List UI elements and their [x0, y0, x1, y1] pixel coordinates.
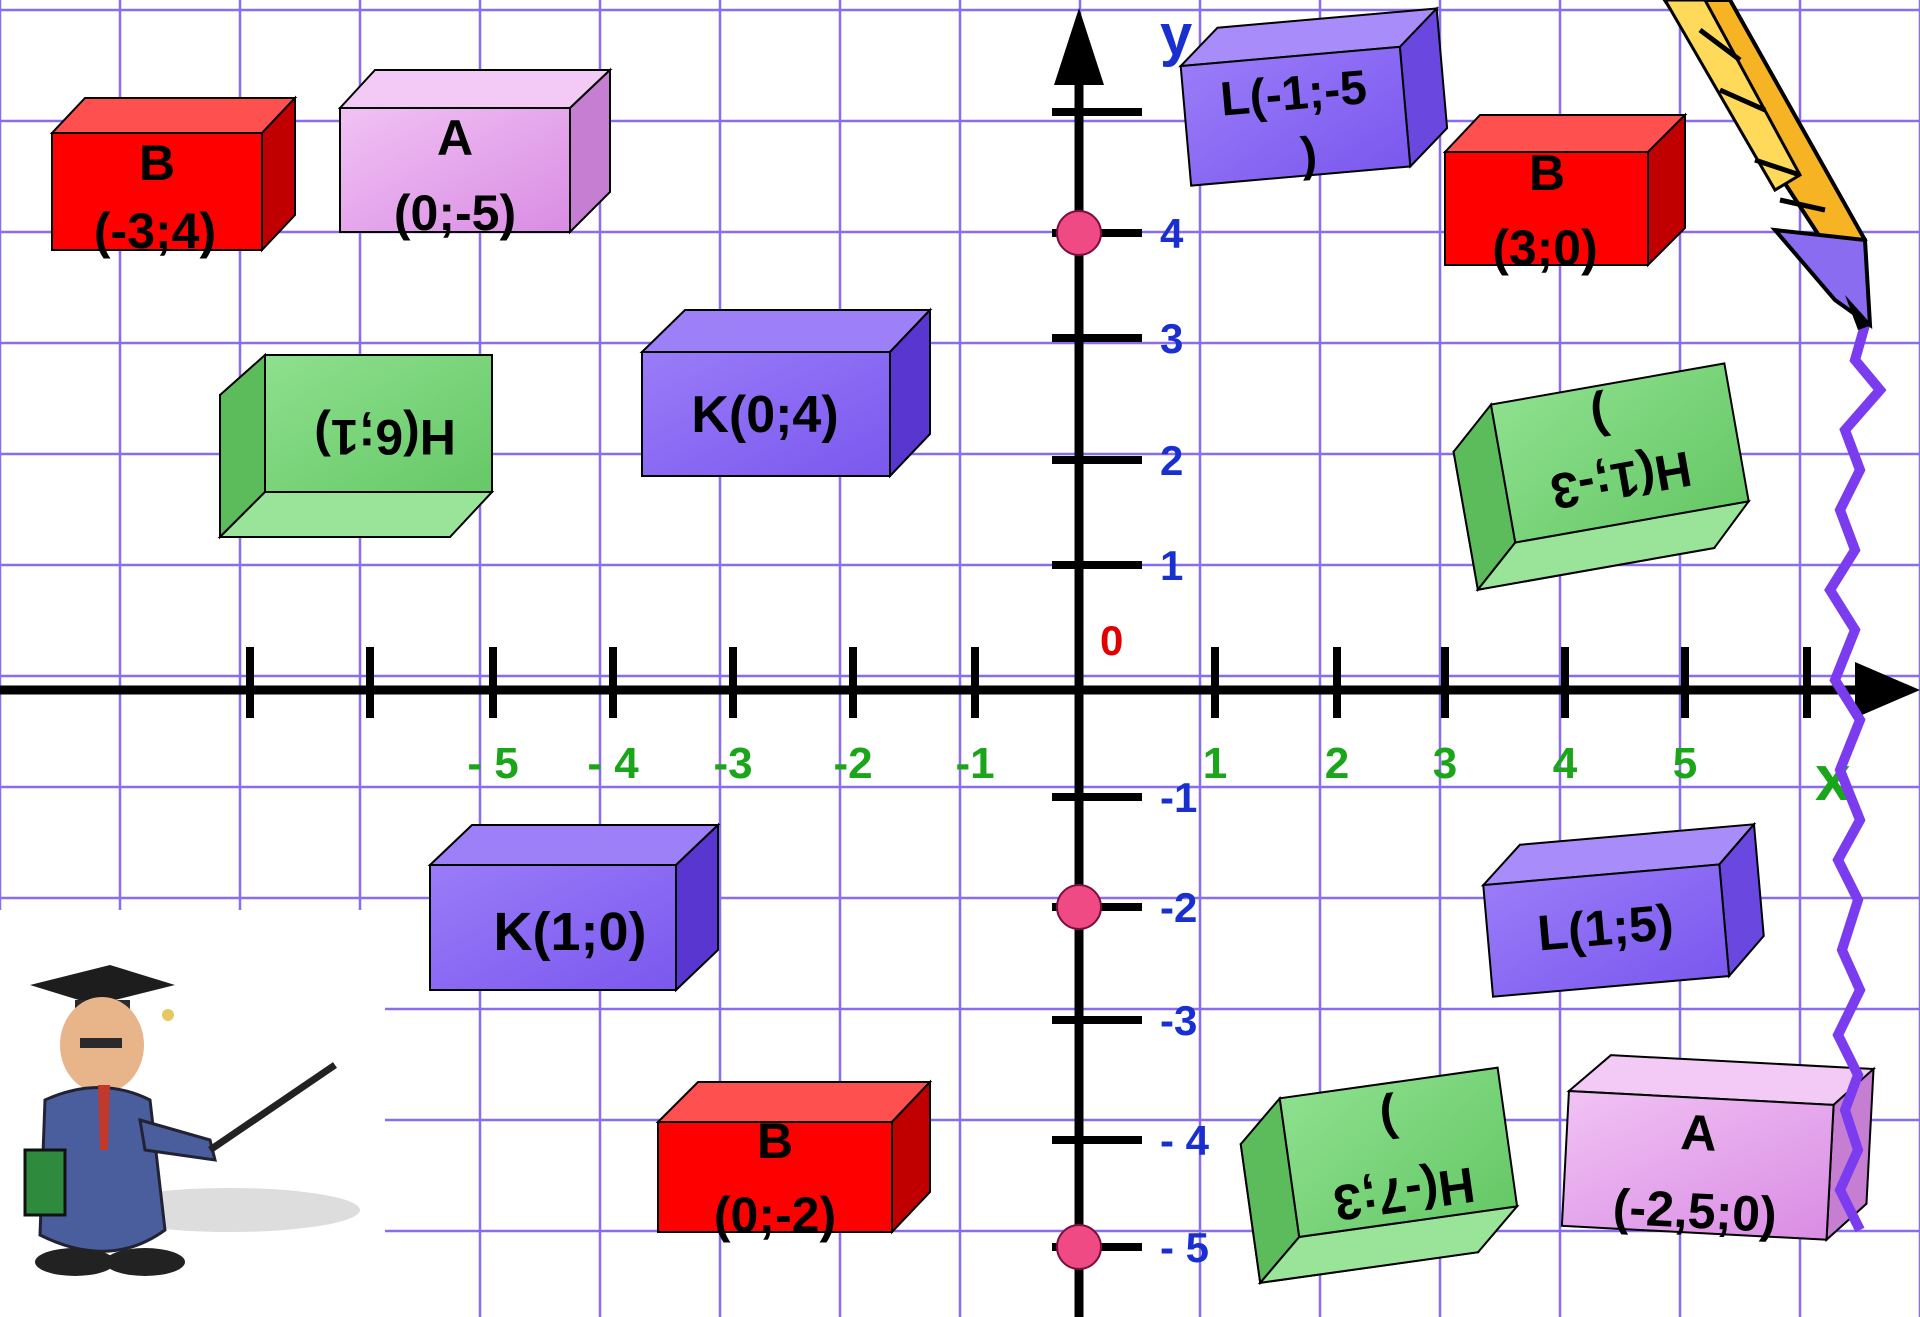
card-label: A [437, 110, 473, 166]
axis-ticks [246, 108, 1811, 1251]
card-b-0-neg2[interactable]: B (0;-2) [655, 1079, 933, 1243]
x-axis-arrow-icon [1855, 662, 1920, 718]
y-tick-label: -1 [1160, 774, 1197, 821]
y-tick-label: -3 [1160, 997, 1197, 1044]
professor-figure [0, 910, 385, 1317]
card-coords: (0;-2) [714, 1187, 836, 1243]
wavy-border [1824, 323, 1887, 1233]
y-tick-label: 4 [1160, 210, 1184, 257]
y-axis-label: y [1160, 3, 1192, 68]
x-axis [0, 662, 1920, 718]
x-tick-label: -3 [713, 739, 752, 788]
marked-point [1056, 210, 1102, 256]
graduation-cap-icon [30, 965, 175, 1005]
card-coords: ) [1299, 128, 1320, 182]
card-a-0-neg5[interactable]: A (0;-5) [337, 67, 613, 241]
x-tick-label: 5 [1673, 739, 1697, 788]
x-tick-label: -1 [955, 739, 994, 788]
y-axis-arrow-icon [1054, 8, 1104, 85]
origin-label: 0 [1100, 617, 1123, 664]
y-tick-label: 2 [1160, 437, 1183, 484]
x-tick-label: 1 [1203, 739, 1227, 788]
marked-point [1056, 884, 1102, 930]
card-l-neg1-neg5[interactable]: L(-1;-5 ) [1178, 6, 1451, 192]
book-icon [23, 1148, 67, 1217]
card-h-6-1[interactable]: H(6;1) [217, 352, 495, 540]
necktie [98, 1085, 110, 1150]
card-label: A [1679, 1104, 1718, 1162]
x-tick-label: 3 [1433, 739, 1457, 788]
y-tick-label: - 4 [1160, 1117, 1210, 1164]
y-tick-label: 3 [1160, 315, 1183, 362]
card-k-0-4[interactable]: K(0;4) [639, 307, 933, 479]
card-label: L(1;5) [1535, 894, 1675, 962]
card-b-neg3-4[interactable]: B (-3;4) [49, 95, 298, 259]
card-label: B [757, 1113, 793, 1169]
card-h-neg7-3[interactable]: H(-7;3 ) [1235, 1066, 1522, 1286]
card-h-1-neg3[interactable]: H(1;-3 ) [1447, 362, 1756, 593]
y-tick-label: -2 [1160, 884, 1197, 931]
card-coords: (3;0) [1492, 220, 1598, 276]
x-tick-label: 2 [1325, 739, 1349, 788]
card-label: L(-1;-5 [1218, 61, 1369, 127]
x-tick-label: 4 [1553, 739, 1578, 788]
card-label: K(1;0) [493, 902, 646, 962]
y-tick-label: 1 [1160, 542, 1183, 589]
card-label: K(0;4) [691, 386, 838, 444]
y-axis [1054, 8, 1104, 1317]
y-tick-label: - 5 [1160, 1224, 1209, 1271]
pointer-stick [208, 1062, 337, 1153]
card-a-neg2-5-0[interactable]: A (-2,5;0) [1560, 1053, 1876, 1248]
pencil-icon [1662, 0, 1873, 330]
x-tick-label: - 4 [587, 739, 639, 788]
marked-point [1056, 1224, 1102, 1270]
card-b-3-0[interactable]: B (3;0) [1442, 112, 1688, 276]
card-label: H(6;1) [314, 409, 456, 465]
marked-points [1056, 210, 1102, 1270]
card-label: B [139, 135, 175, 191]
card-coords: (0;-5) [394, 185, 516, 241]
card-coords: (-3;4) [94, 203, 216, 259]
x-tick-label: -2 [833, 739, 872, 788]
card-k-1-0[interactable]: K(1;0) [427, 822, 721, 993]
card-l-1-5[interactable]: L(1;5) [1480, 821, 1767, 998]
card-coords: (-2,5;0) [1612, 1179, 1779, 1244]
x-tick-label: - 5 [467, 739, 518, 788]
card-label: B [1529, 145, 1565, 201]
